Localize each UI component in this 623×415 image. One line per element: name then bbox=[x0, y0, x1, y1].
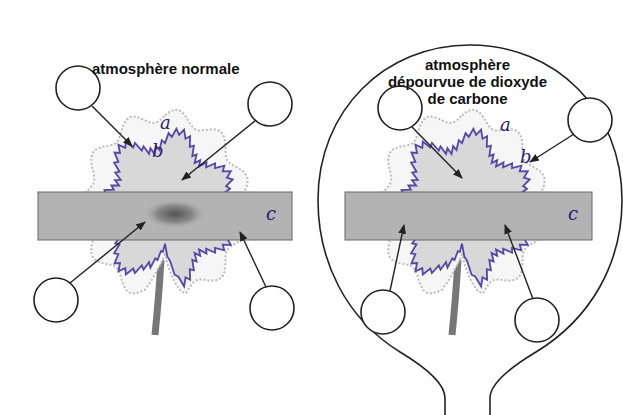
zone-letter: a bbox=[160, 112, 171, 133]
opaque-band bbox=[38, 192, 292, 240]
zone-letter: c bbox=[568, 203, 578, 224]
zone-letter: b bbox=[520, 146, 532, 167]
starch-stain bbox=[145, 200, 205, 228]
leader-lines bbox=[70, 106, 574, 299]
atmosphere-caption: atmosphère normale bbox=[92, 60, 240, 77]
opaque-band bbox=[345, 192, 592, 240]
bell-jar bbox=[318, 45, 622, 415]
zone-letter: b bbox=[152, 140, 164, 161]
atmosphere-caption: atmosphère dépourvue de dioxyde de carbo… bbox=[385, 56, 550, 107]
leaves bbox=[38, 110, 592, 335]
empty-callouts bbox=[34, 66, 612, 342]
zone-letter: a bbox=[500, 114, 511, 135]
zone-letter: c bbox=[266, 203, 276, 224]
